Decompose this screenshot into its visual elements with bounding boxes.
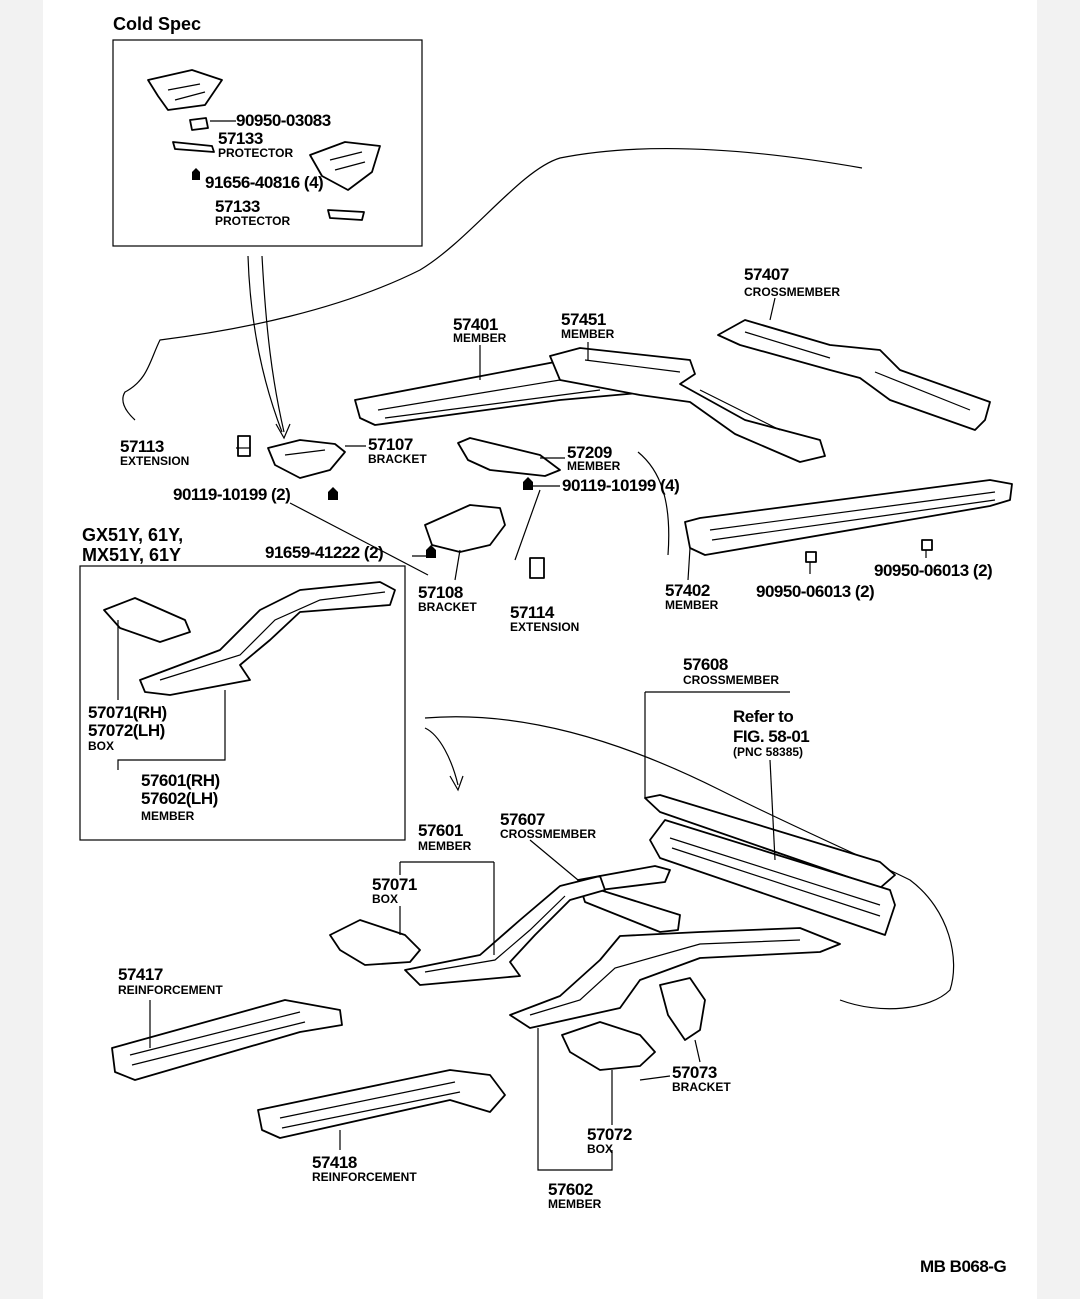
label-57417-name: REINFORCEMENT: [118, 983, 223, 997]
diagram-sheet: Cold Spec 90950-03083 57133 PROTECTOR 91…: [43, 0, 1037, 1299]
label-57407-name: CROSSMEMBER: [744, 285, 840, 299]
gx-member-name: MEMBER: [141, 809, 195, 823]
part-57417-reinforcement: [111, 999, 343, 1081]
part-57073-bracket: [659, 977, 706, 1041]
figure-code: MB B068-G: [920, 1257, 1006, 1276]
label-57073-name: BRACKET: [672, 1080, 731, 1094]
gx-box-name: BOX: [88, 739, 114, 753]
part-57601-member: [404, 875, 606, 986]
label-57071: 57071: [372, 875, 417, 894]
part-57418-reinforcement: [257, 1069, 506, 1139]
part-57071-box: [329, 919, 421, 966]
label-57113: 57113: [120, 437, 164, 456]
part-57108-bracket: [424, 504, 506, 553]
gx-member-rh: 57601(RH): [141, 771, 220, 790]
parts-diagram: Cold Spec 90950-03083 57133 PROTECTOR 91…: [79, 14, 1013, 1276]
label-57073: 57073: [672, 1063, 717, 1082]
cold-spec-part-3: 91656-40816 (4): [205, 173, 323, 192]
label-57402: 57402: [665, 581, 710, 600]
label-57072-name: BOX: [587, 1142, 613, 1156]
label-57407: 57407: [744, 265, 789, 284]
part-57407-crossmember: [717, 319, 991, 431]
car-body-outline-top: [122, 147, 863, 421]
label-57209-name: MEMBER: [567, 459, 621, 473]
label-57607: 57607: [500, 810, 545, 829]
label-57417: 57417: [118, 965, 163, 984]
gx-box-parts: [103, 581, 396, 696]
label-91659-41222: 91659-41222 (2): [265, 543, 383, 562]
label-57107-name: BRACKET: [368, 452, 427, 466]
label-57209: 57209: [567, 443, 612, 462]
label-57451-name: MEMBER: [561, 327, 615, 341]
cold-spec-parts: [147, 69, 381, 221]
label-57108-name: BRACKET: [418, 600, 477, 614]
label-57608-name: CROSSMEMBER: [683, 673, 779, 687]
gx-box-rh: 57071(RH): [88, 703, 167, 722]
label-57418: 57418: [312, 1153, 357, 1172]
cold-spec-part-2-name: PROTECTOR: [218, 146, 293, 160]
gx-line-1: GX51Y, 61Y,: [82, 525, 183, 545]
refer-line-1: Refer to: [733, 707, 793, 726]
cold-spec-part-2: 57133: [218, 129, 263, 148]
label-57113-name: EXTENSION: [120, 454, 189, 468]
label-57401: 57401: [453, 315, 498, 334]
label-57607-name: CROSSMEMBER: [500, 827, 596, 841]
part-57608-crossmember: [644, 794, 896, 936]
refer-line-2: FIG. 58-01: [733, 727, 809, 746]
part-57114-extension: [529, 557, 545, 579]
cold-spec-title: Cold Spec: [113, 14, 201, 34]
cold-spec-part-1: 90950-03083: [236, 111, 331, 130]
label-90119-10199-4: 90119-10199 (4): [562, 476, 679, 495]
label-57114: 57114: [510, 603, 555, 622]
part-57209-member: [457, 437, 561, 477]
gx-member-lh: 57602(LH): [141, 789, 218, 808]
label-57072: 57072: [587, 1125, 632, 1144]
label-57601-name: MEMBER: [418, 839, 472, 853]
gx-box-lh: 57072(LH): [88, 721, 165, 740]
cold-spec-part-4-name: PROTECTOR: [215, 214, 290, 228]
gx-box: [79, 565, 406, 841]
label-90119-10199-2: 90119-10199 (2): [173, 485, 290, 504]
label-57601: 57601: [418, 821, 463, 840]
label-57107: 57107: [368, 435, 413, 454]
label-57401-name: MEMBER: [453, 331, 507, 345]
label-57451: 57451: [561, 310, 606, 329]
label-57108: 57108: [418, 583, 463, 602]
part-57402-member: [684, 479, 1013, 563]
label-57608: 57608: [683, 655, 728, 674]
label-57071-name: BOX: [372, 892, 398, 906]
cold-spec-part-4: 57133: [215, 197, 260, 216]
label-57418-name: REINFORCEMENT: [312, 1170, 417, 1184]
label-57402-name: MEMBER: [665, 598, 719, 612]
label-90950-06013-b: 90950-06013 (2): [874, 561, 992, 580]
label-90950-06013-a: 90950-06013 (2): [756, 582, 874, 601]
part-57113-extension: [237, 435, 251, 457]
label-57602-name: MEMBER: [548, 1197, 602, 1211]
cold-spec-arrow-1: [247, 255, 283, 433]
label-57602: 57602: [548, 1180, 593, 1199]
part-57451-member: [549, 347, 826, 463]
refer-line-3: (PNC 58385): [733, 745, 803, 759]
gx-line-2: MX51Y, 61Y: [82, 545, 181, 565]
cold-spec-box: [112, 39, 423, 247]
part-57607-crossmember: [577, 865, 681, 933]
part-57107-bracket: [267, 439, 346, 479]
part-57072-box: [561, 1021, 656, 1071]
label-57114-name: EXTENSION: [510, 620, 579, 634]
part-57602-member: [509, 927, 841, 1029]
